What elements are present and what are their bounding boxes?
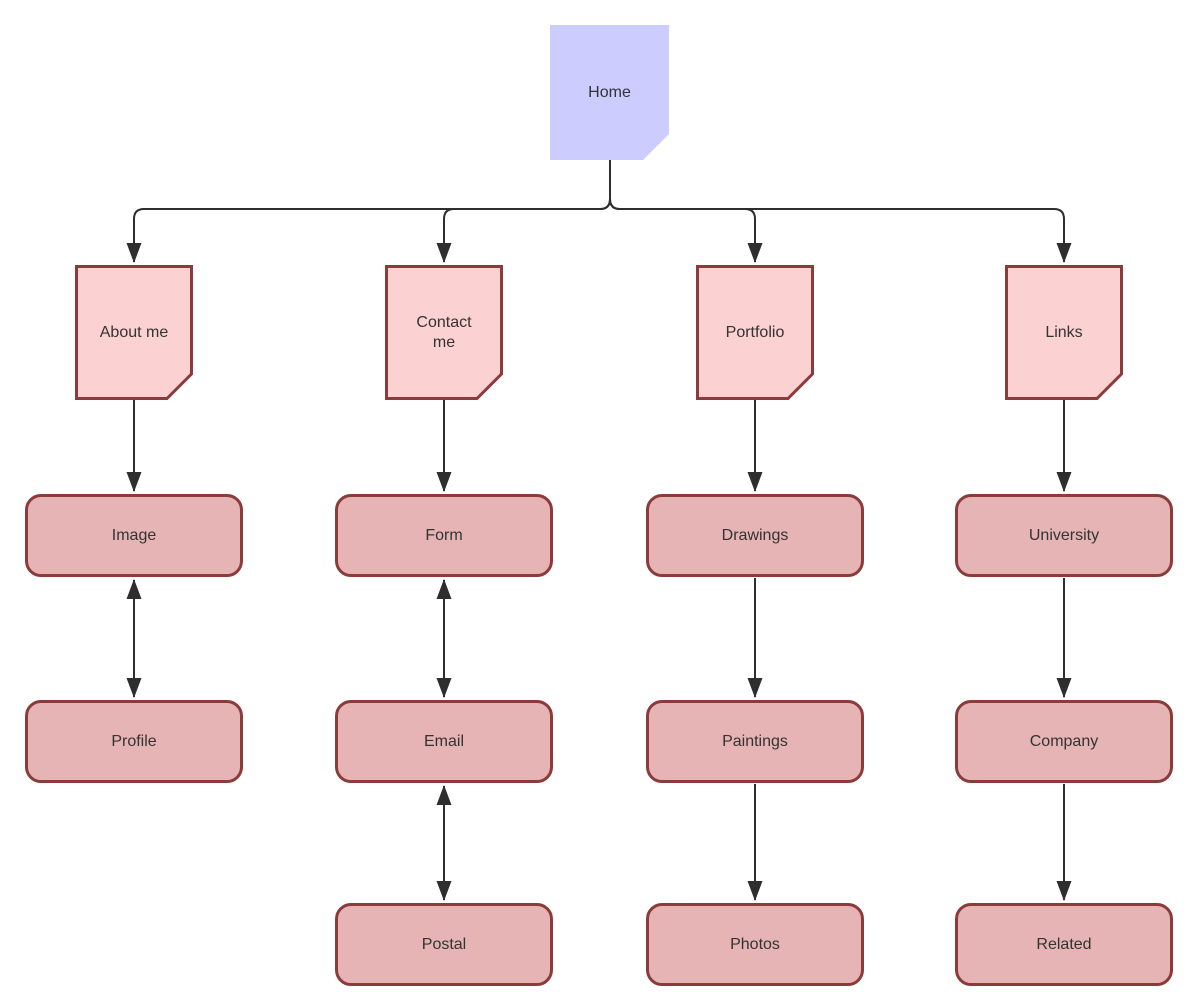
edge-home-portfolio[interactable] (609, 160, 763, 263)
note-shape (75, 265, 193, 400)
node-portfolio[interactable]: Portfolio (696, 265, 814, 400)
node-contact-me[interactable]: Contact me (385, 265, 503, 400)
node-label: Photos (730, 935, 780, 953)
node-label: Email (423, 732, 464, 750)
node-label: Profile (111, 732, 157, 750)
node-form[interactable]: Form (335, 494, 553, 577)
node-related[interactable]: Related (955, 903, 1173, 986)
node-links[interactable]: Links (1005, 265, 1123, 400)
node-label: University (1028, 526, 1100, 544)
node-label: Image (111, 526, 157, 544)
node-about-me[interactable]: About me (75, 265, 193, 400)
node-label: Company (1029, 732, 1099, 750)
node-university[interactable]: University (955, 494, 1173, 577)
node-label: Home (588, 83, 631, 101)
node-label: Contact me (416, 313, 472, 351)
note-shape (1005, 265, 1123, 400)
note-shape (385, 265, 503, 400)
node-label: Drawings (721, 526, 789, 544)
node-email[interactable]: Email (335, 700, 553, 783)
edge-home-about-me[interactable] (126, 160, 611, 263)
edge-home-contact-me[interactable] (436, 160, 611, 263)
node-label: Related (1036, 935, 1092, 953)
node-postal[interactable]: Postal (335, 903, 553, 986)
note-shape (550, 25, 669, 160)
node-home[interactable]: Home (550, 25, 669, 160)
node-image[interactable]: Image (25, 494, 243, 577)
node-label: Portfolio (725, 323, 785, 341)
node-label: About me (99, 323, 169, 341)
node-paintings[interactable]: Paintings (646, 700, 864, 783)
node-drawings[interactable]: Drawings (646, 494, 864, 577)
node-profile[interactable]: Profile (25, 700, 243, 783)
note-shape (696, 265, 814, 400)
node-photos[interactable]: Photos (646, 903, 864, 986)
node-label: Form (425, 526, 463, 544)
node-label: Links (1045, 323, 1083, 341)
node-company[interactable]: Company (955, 700, 1173, 783)
node-label: Postal (421, 935, 467, 953)
node-label: Paintings (722, 732, 788, 750)
edge-home-links[interactable] (609, 160, 1072, 263)
